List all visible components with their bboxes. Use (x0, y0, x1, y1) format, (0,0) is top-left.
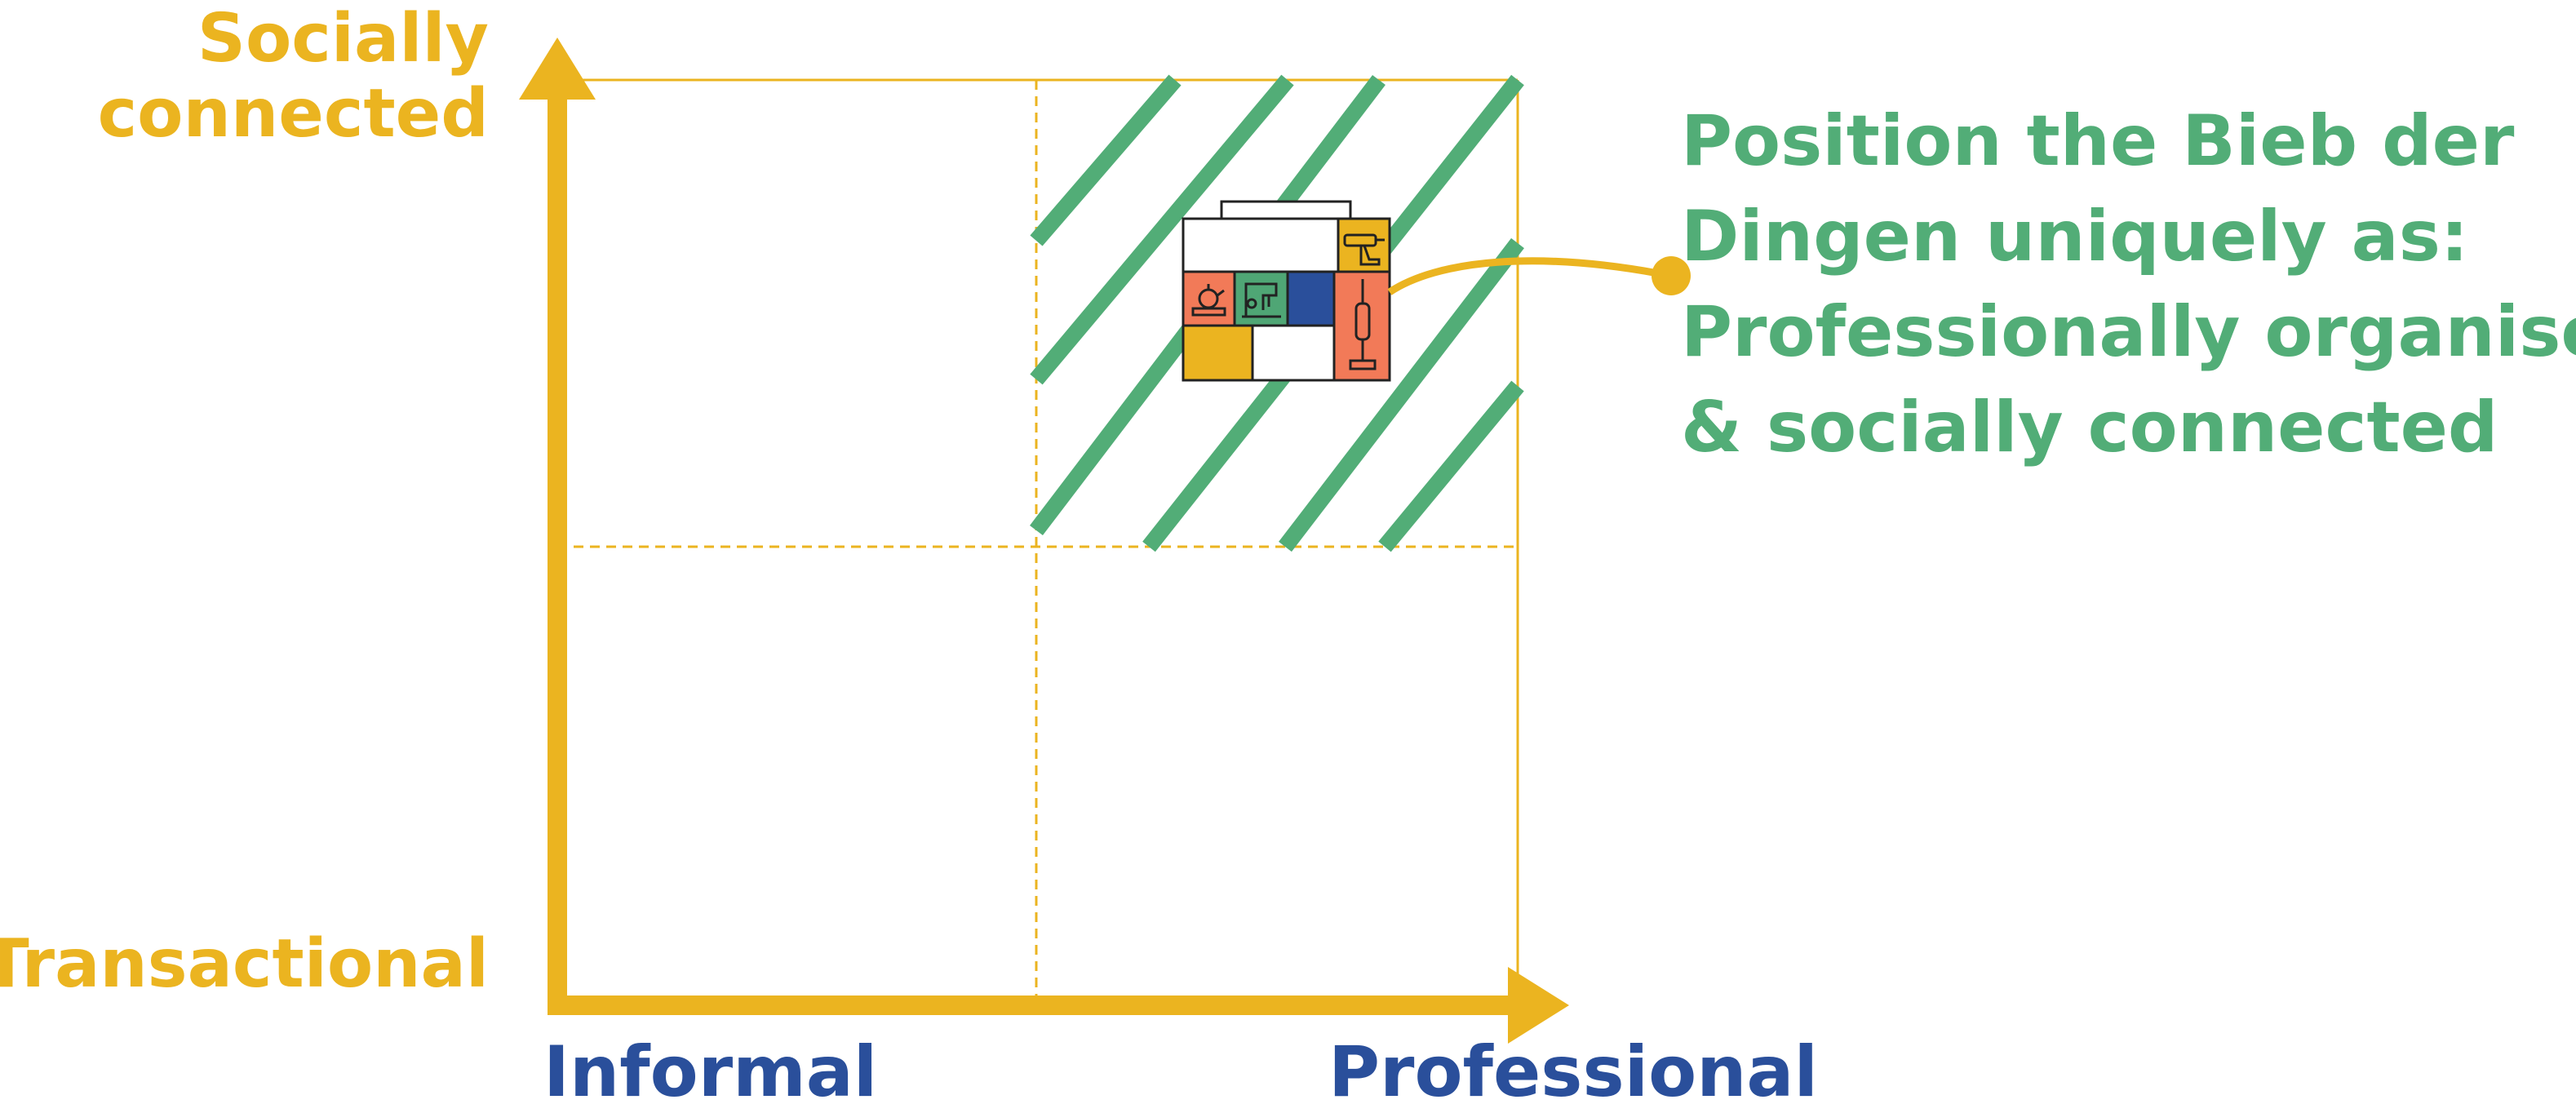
cabinet-top-box (1220, 200, 1352, 221)
callout-line: & socially connected (1681, 387, 2498, 468)
cabinet-block (1182, 324, 1254, 382)
kettle-icon (1191, 284, 1226, 317)
y-axis-top-label: Socially connected (98, 2, 489, 152)
library-cabinet-illustration (1182, 200, 1391, 382)
y-axis-top-label-line-1: Socially (197, 0, 489, 78)
hatch-line (1378, 380, 1524, 552)
drill-icon (1343, 233, 1385, 266)
callout-line: Position the Bieb der (1681, 100, 2515, 182)
axes (519, 38, 1569, 1044)
hatch-line (1030, 74, 1182, 246)
callout-line: Dingen uniquely as: (1681, 196, 2469, 277)
callout-connector (1387, 256, 1691, 295)
vacuum-cleaner-icon (1349, 279, 1377, 370)
connector-line (1387, 257, 1672, 295)
positioning-callout: Position the Bieb der Dingen uniquely as… (1681, 94, 2576, 476)
sewing-machine-icon (1242, 282, 1281, 318)
cabinet-block (1182, 217, 1340, 273)
callout-line: Professionally organised (1681, 291, 2576, 373)
cabinet-block (1251, 324, 1336, 382)
hatch-line (1030, 74, 1294, 385)
x-axis-right-label: Professional (1328, 1031, 1818, 1113)
y-axis-bottom-label: Transactional (0, 925, 489, 1003)
y-axis-top-label-line-2: connected (97, 75, 489, 153)
y-axis-arrowhead (519, 38, 596, 100)
x-axis-arrowhead (1508, 967, 1569, 1044)
hatch-line (1279, 237, 1524, 552)
cabinet-block (1182, 270, 1236, 327)
connector-dot (1652, 256, 1691, 295)
cabinet-block (1286, 270, 1336, 327)
x-axis-left-label: Informal (543, 1031, 878, 1113)
